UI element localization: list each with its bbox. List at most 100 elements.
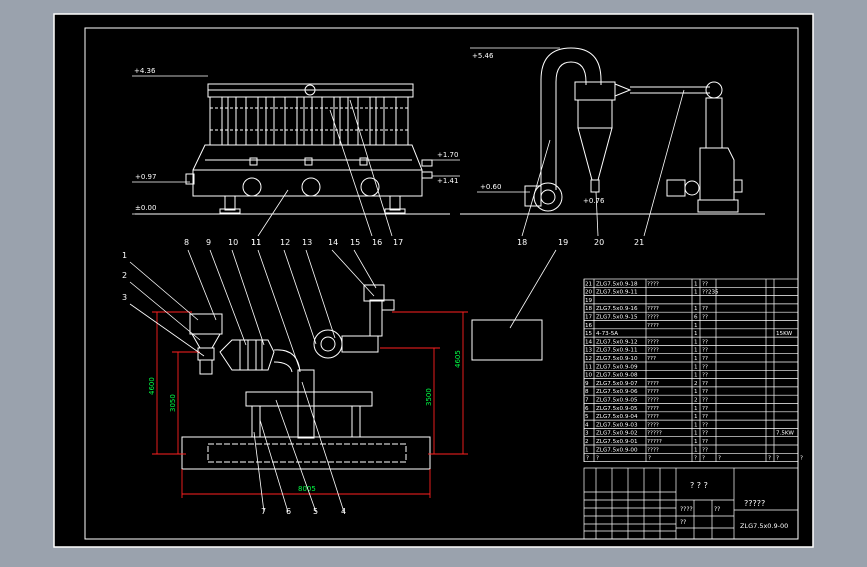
leaders-plan <box>129 249 377 513</box>
parts-cell-no: 14 <box>585 339 593 345</box>
parts-cell-code: ZLG7.5x0.9-07 <box>596 381 638 387</box>
elevation-cyclone-left: +0.60 <box>480 183 501 191</box>
parts-cell-qty: 1 <box>694 281 698 287</box>
parts-cell-mat: ?? <box>702 422 708 428</box>
parts-cell-name: ???? <box>647 339 659 345</box>
parts-cell-mat: ?? <box>702 447 708 453</box>
dim-vertical-right-outer: 4605 <box>454 350 462 368</box>
balloon-15: 15 <box>350 238 360 247</box>
parts-cell-name: ???? <box>647 323 659 329</box>
parts-cell-code: 4-73-5A <box>596 331 618 337</box>
parts-cell-name: ????? <box>647 439 662 445</box>
parts-cell-code: ZLG7.5x0.9-11 <box>596 348 638 354</box>
parts-header-cell: ? <box>596 456 599 462</box>
title-misc-3: ?? <box>714 506 720 513</box>
company-name: ????? <box>744 499 765 508</box>
parts-cell-code: ZLG7.5x0.9-04 <box>596 414 638 420</box>
parts-cell-qty: 1 <box>694 348 698 354</box>
elevation-top-left: +4.36 <box>134 67 156 75</box>
parts-cell-mat: ?? <box>702 398 708 404</box>
dim-horizontal-bottom: 8005 <box>298 485 316 493</box>
dim-vertical-left-inner: 3050 <box>169 394 177 412</box>
parts-cell-name: ???? <box>647 281 659 287</box>
title-misc-1: ???? <box>680 506 693 513</box>
parts-cell-no: 18 <box>585 306 593 312</box>
parts-cell-no: 11 <box>585 364 593 370</box>
balloon-6: 6 <box>286 507 291 516</box>
parts-cell-no: 8 <box>585 389 589 395</box>
parts-cell-no: 13 <box>585 348 593 354</box>
parts-cell-mat: ?? <box>702 414 708 420</box>
parts-header-cell: ? <box>648 456 651 462</box>
parts-cell-qty: 1 <box>694 290 698 296</box>
parts-cell-code: ZLG7.5x0.9-00 <box>596 447 638 453</box>
title-block <box>583 467 799 540</box>
parts-cell-mat: ?? <box>702 315 708 321</box>
elevation-cyclone-bottom: +0.76 <box>583 197 605 205</box>
parts-cell-code: ZLG7.5x0.9-02 <box>596 431 638 437</box>
parts-cell-code: ZLG7.5x0.9-03 <box>596 422 638 428</box>
balloon-21: 21 <box>634 238 644 247</box>
parts-cell-qty: 1 <box>694 306 698 312</box>
parts-cell-no: 12 <box>585 356 592 362</box>
parts-cell-code: ZLG7.5x0.9-11 <box>596 290 638 296</box>
parts-cell-no: 3 <box>585 431 589 437</box>
balloon-13: 13 <box>302 238 312 247</box>
parts-header-cell: ? <box>776 456 779 462</box>
dim-vertical-left-outer: 4600 <box>148 377 156 395</box>
parts-cell-note: 15KW <box>776 331 793 337</box>
balloons-plan-top: 8 9 10 11 12 13 14 15 <box>184 238 360 247</box>
parts-cell-name: ???? <box>647 315 659 321</box>
parts-cell-mat: ?? <box>702 348 708 354</box>
detail-box-19 <box>471 249 557 361</box>
balloon-17: 17 <box>393 238 403 247</box>
cyclone-side-view <box>460 47 765 215</box>
parts-cell-qty: 1 <box>694 323 698 329</box>
parts-cell-code: ZLG7.5x0.9-06 <box>596 389 638 395</box>
parts-cell-name: ???? <box>647 414 659 420</box>
balloon-3: 3 <box>122 293 127 302</box>
parts-cell-mat: ?? <box>702 373 708 379</box>
parts-cell-qty: 1 <box>694 406 698 412</box>
parts-cell-no: 5 <box>585 414 589 420</box>
title-block-text: ? ? ? ????? ZLG7.5x0.9-00 ???? ?? ?? <box>680 481 788 530</box>
elevation-left-base: ±0.00 <box>135 204 156 212</box>
parts-cell-mat: ?? <box>702 281 708 287</box>
parts-header-cell: ? <box>694 456 697 462</box>
parts-cell-no: 19 <box>585 298 593 304</box>
parts-cell-mat: ?? <box>702 306 708 312</box>
elevation-left-mid: +0.97 <box>135 173 156 181</box>
parts-header-cell: ? <box>586 456 589 462</box>
parts-cell-name: ???? <box>647 348 659 354</box>
elevation-right-lower: +1.41 <box>437 177 458 185</box>
parts-cell-qty: 1 <box>694 331 698 337</box>
parts-header-cell: ? <box>800 456 803 462</box>
parts-cell-mat: ?? <box>702 356 708 362</box>
parts-cell-mat: ?? <box>702 431 708 437</box>
parts-cell-no: 1 <box>585 447 589 453</box>
balloon-5: 5 <box>313 507 318 516</box>
balloon-2: 2 <box>122 271 127 280</box>
parts-cell-mat: ?? <box>702 439 708 445</box>
balloons-top: 11 16 17 18 19 20 21 <box>251 238 644 247</box>
parts-cell-no: 20 <box>585 290 593 296</box>
parts-cell-qty: 1 <box>694 431 698 437</box>
drawing-number: ZLG7.5x0.9-00 <box>740 522 788 530</box>
balloon-11: 11 <box>251 238 261 247</box>
parts-cell-code: ZLG7.5x0.9-05 <box>596 398 638 404</box>
parts-cell-mat: ?? <box>702 339 708 345</box>
parts-cell-note: 7.5KW <box>776 431 794 437</box>
parts-header-cell: ? <box>718 456 721 462</box>
parts-cell-name: ???? <box>647 306 659 312</box>
parts-cell-qty: 1 <box>694 339 698 345</box>
parts-cell-name: ???? <box>647 447 659 453</box>
parts-cell-code: ZLG7.5x0.9-12 <box>596 339 638 345</box>
elevation-markers-right: +5.46 +0.60 +0.76 <box>470 47 605 205</box>
balloons-plan-left: 1 2 3 <box>122 251 127 302</box>
parts-cell-no: 4 <box>585 422 589 428</box>
parts-cell-qty: 1 <box>694 389 698 395</box>
parts-cell-name: ??? <box>647 356 656 362</box>
parts-cell-qty: 2 <box>694 398 698 404</box>
